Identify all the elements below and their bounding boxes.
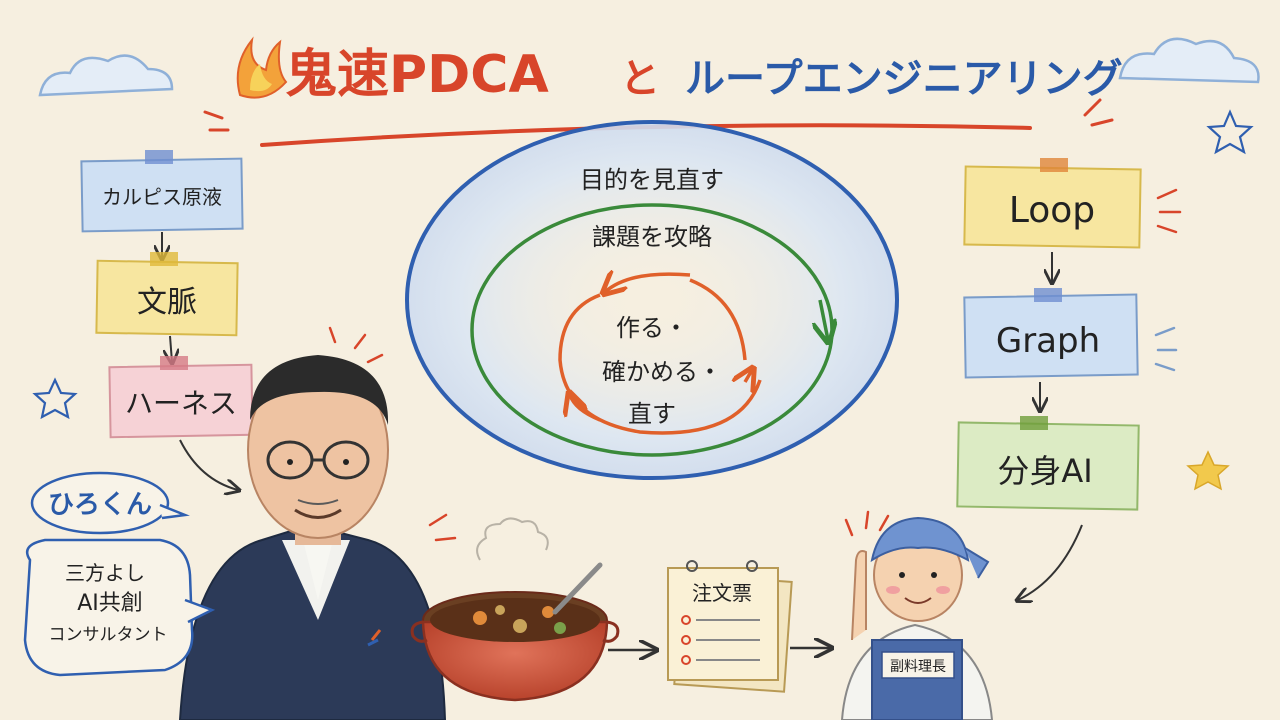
person-illustration	[178, 355, 447, 720]
inner-ring-label-1: 作る・	[616, 314, 688, 342]
title-part2: ループエンジニアリング	[685, 56, 1123, 102]
left-note-3: ハーネス	[108, 356, 254, 439]
right-chain-arrow-3	[1018, 524, 1083, 600]
sous-chef-illustration: 副料理長	[840, 516, 994, 720]
outer-ring-label: 目的を見直す	[580, 166, 724, 194]
emphasis-marks	[203, 98, 1114, 132]
cloud-right-icon	[1118, 37, 1260, 84]
emphasis-marks	[428, 513, 457, 542]
title-part1: 鬼速PDCA	[285, 45, 549, 105]
emphasis-marks	[328, 326, 384, 364]
right-note-2-label: Graph	[996, 321, 1100, 361]
inner-loop-arrow-left	[570, 395, 601, 422]
left-note-2-label: 文脈	[137, 285, 197, 320]
middle-ring-label: 課題を攻略	[592, 223, 712, 251]
order-ticket-icon: 注文票	[667, 560, 793, 693]
left-chain-arrow-3	[179, 439, 238, 490]
left-note-2: 文脈	[95, 252, 239, 337]
chef-badge-label: 副料理長	[890, 659, 946, 675]
middle-ring-arrow	[820, 299, 828, 340]
curry-pot-icon	[410, 517, 620, 702]
outer-ring	[405, 120, 899, 480]
flame-icon	[236, 36, 288, 99]
star-icon	[1206, 109, 1254, 155]
cloud-left-icon	[38, 54, 174, 97]
star-icon	[1186, 450, 1230, 491]
emphasis-marks	[844, 510, 890, 537]
right-note-2: Graph	[963, 288, 1139, 379]
person-name: ひろくん	[48, 490, 152, 520]
inner-loop-arc-upper	[689, 278, 747, 361]
person-role-line-1: 三方よし	[65, 561, 145, 585]
inner-ring-label-3: 直す	[628, 400, 676, 428]
emphasis-marks	[1156, 188, 1182, 234]
name-speech-bubble: ひろくん	[30, 471, 190, 535]
person-role-line-3: コンサルタント	[49, 625, 168, 645]
right-note-1-label: Loop	[1009, 190, 1095, 231]
inner-loop-arrow-right	[745, 370, 752, 382]
title-connector: と	[620, 56, 660, 102]
left-note-3-label: ハーネス	[125, 387, 237, 420]
left-note-1-label: カルピス原液	[102, 185, 222, 209]
person-role-line-2: AI共創	[77, 591, 143, 616]
right-note-3-label: 分身AI	[997, 452, 1092, 490]
right-note-3: 分身AI	[956, 416, 1140, 511]
left-note-1: カルピス原液	[80, 150, 244, 233]
order-ticket-label: 注文票	[692, 581, 752, 605]
role-speech-bubble: 三方よし AI共創 コンサルタント	[23, 538, 216, 677]
star-icon	[32, 377, 78, 420]
right-note-1: Loop	[963, 158, 1142, 249]
inner-loop-arrow-top	[605, 274, 691, 292]
emphasis-marks	[1154, 326, 1178, 372]
inner-ring-label-2: 確かめる・	[602, 358, 722, 386]
